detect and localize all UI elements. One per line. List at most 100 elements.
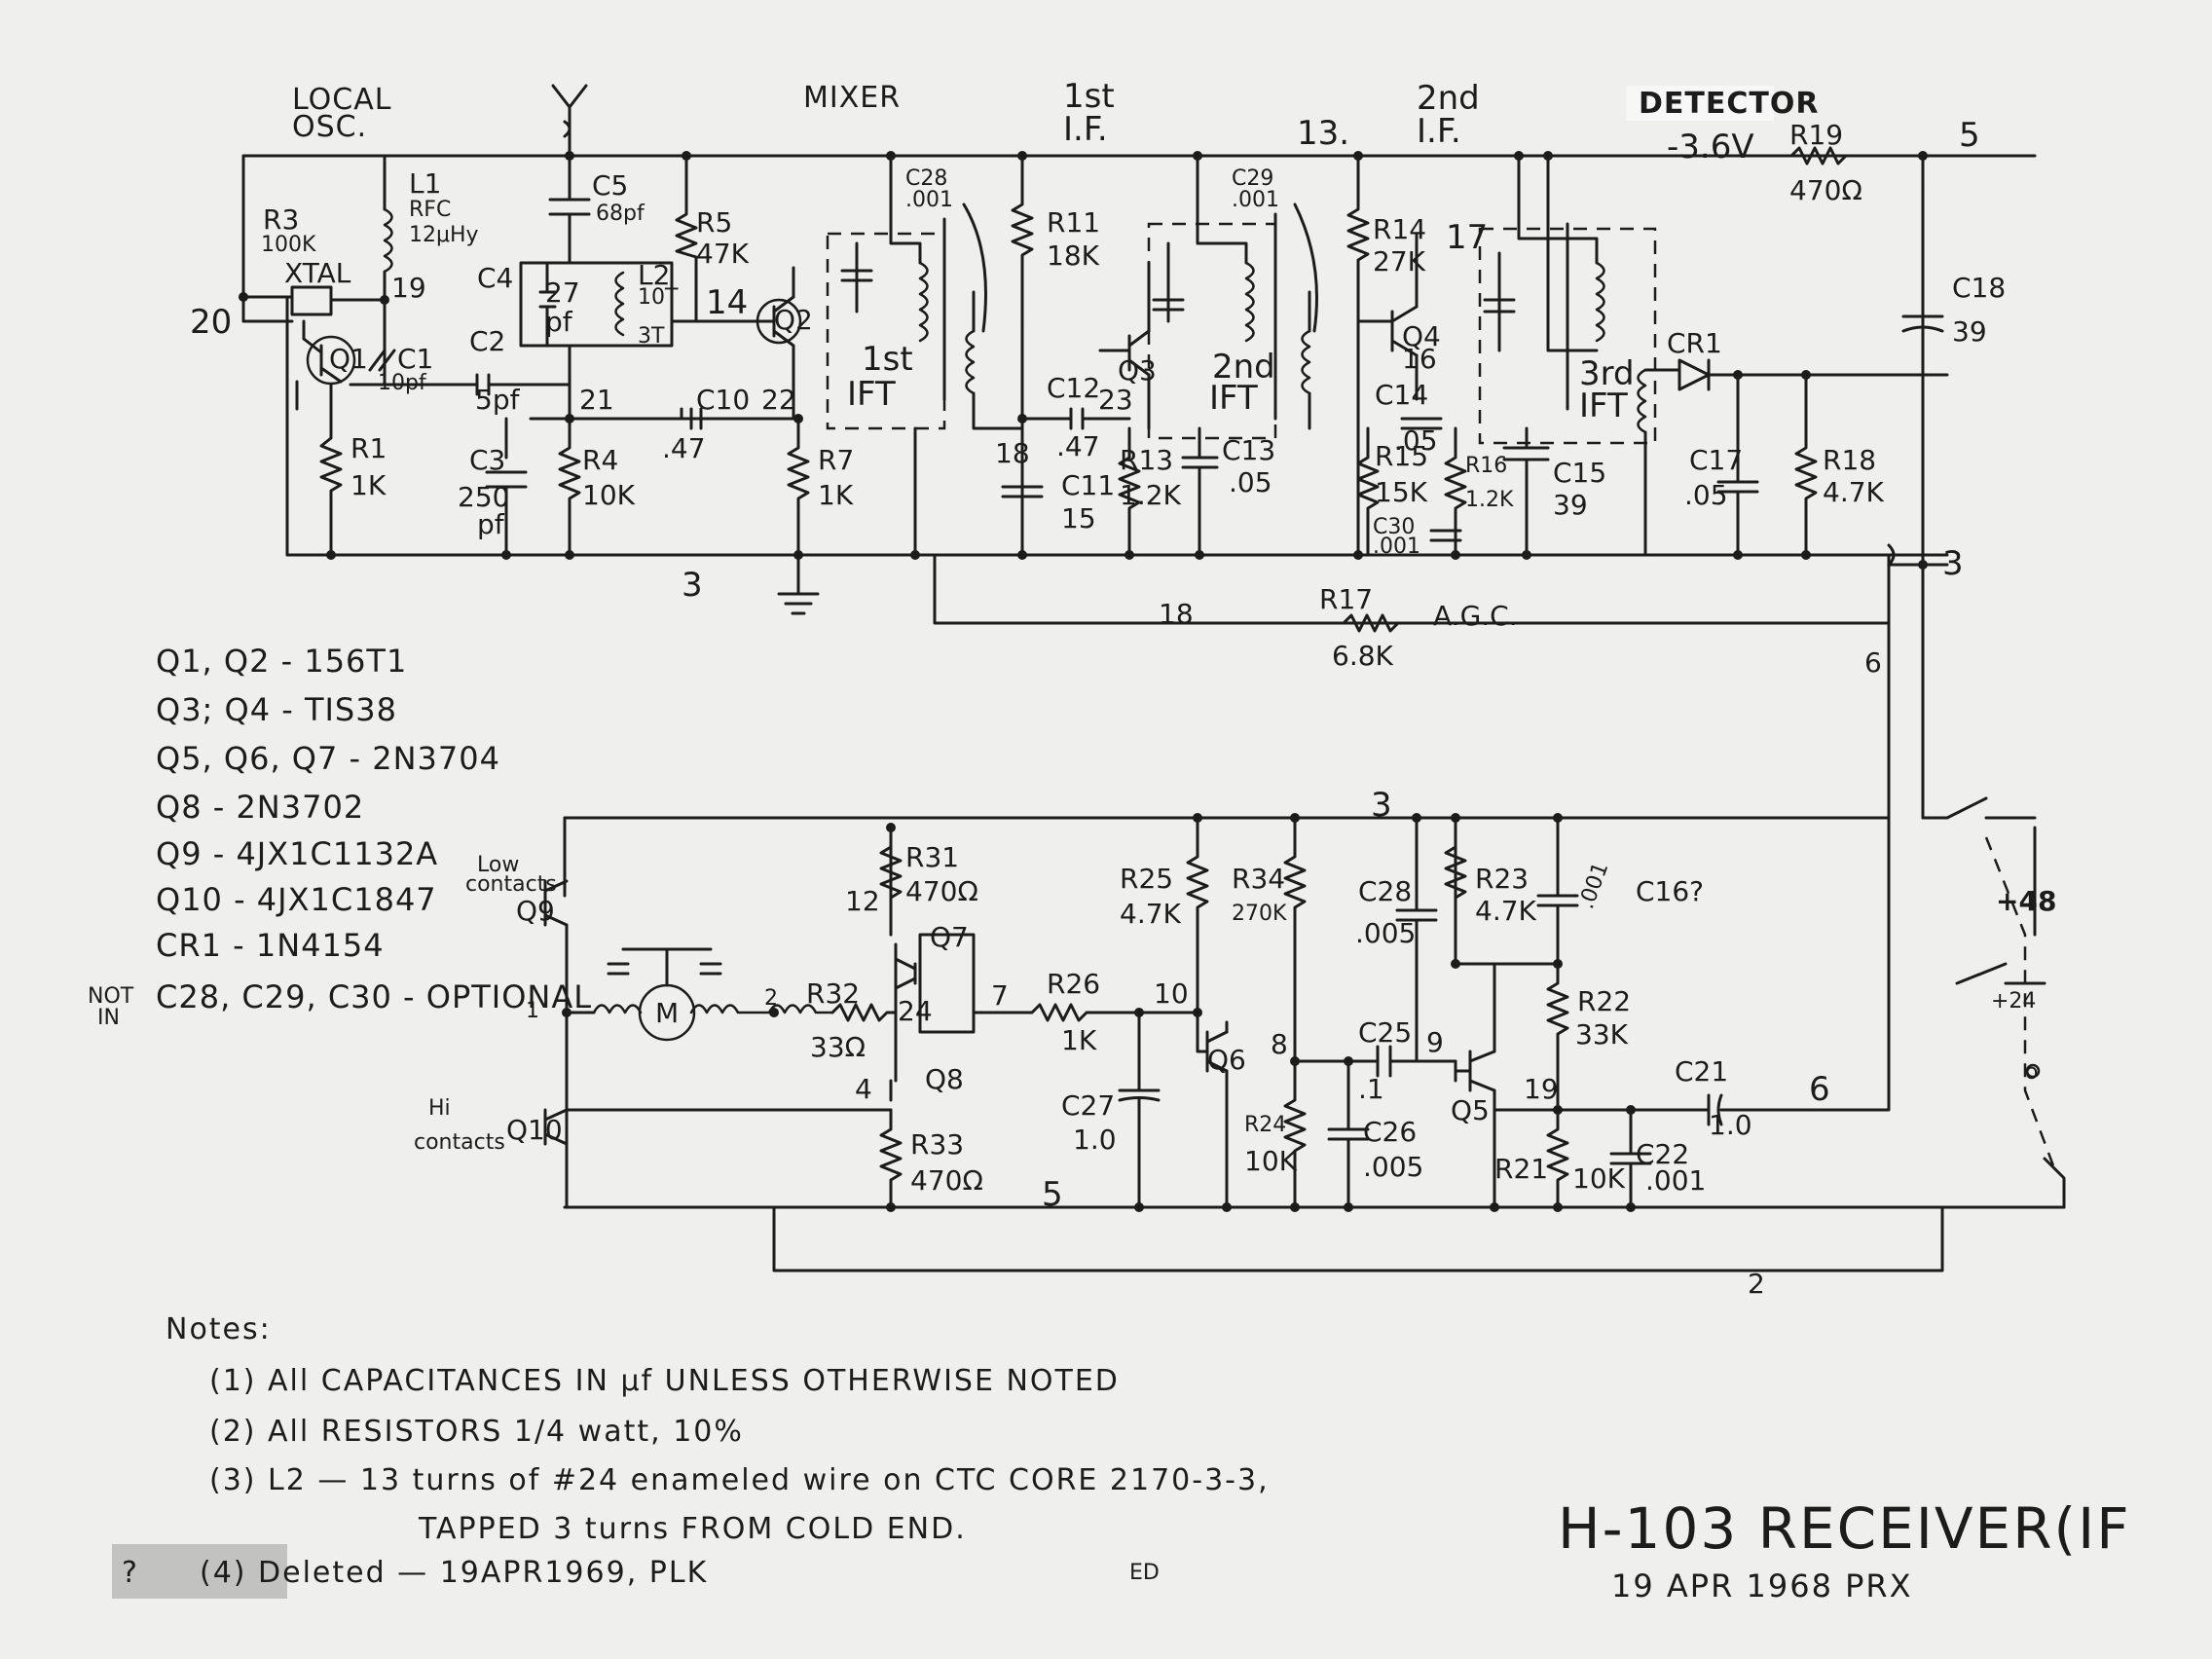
node-6-right: 6 [1864, 646, 1882, 679]
parts-item-5: Q9 - 4JX1C1132A [156, 835, 438, 872]
l2-turns: 10T [638, 285, 679, 310]
r19-ref: R19 [1789, 119, 1843, 151]
c15-ref: C15 [1553, 457, 1606, 489]
hi-contacts-2: contacts [414, 1130, 505, 1155]
c12-label: C12 [1047, 372, 1100, 404]
q6-label: Q6 [1207, 1044, 1246, 1076]
cr1-label: CR1 [1667, 327, 1722, 359]
motor-label: M [655, 997, 679, 1029]
c3-value: 250 [458, 481, 509, 513]
note-question: ? [122, 1556, 139, 1590]
parts-note-1: NOT [88, 984, 134, 1009]
c3-unit: pf [477, 508, 505, 540]
c25-value: .1 [1358, 1073, 1384, 1105]
c16-value: .001 [1574, 859, 1613, 912]
hi-contacts-1: Hi [428, 1096, 451, 1121]
ift2-line2: IFT [1209, 379, 1258, 418]
parts-item-4: Q8 - 2N3702 [156, 789, 364, 826]
node-3-right: 3 [1942, 544, 1964, 583]
c17-value: .05 [1684, 479, 1728, 511]
c18-ref: C18 [1952, 272, 2006, 304]
node-3-ground: 3 [682, 566, 703, 605]
c4-ref: C4 [477, 262, 513, 294]
q3-label: Q3 [1118, 354, 1157, 387]
node-7: 7 [991, 979, 1009, 1012]
drawing-date: 19 APR 1968 PRX [1611, 1567, 1913, 1604]
parts-item-2: Q3; Q4 - TIS38 [156, 691, 397, 728]
node-5-top: 5 [1959, 116, 1980, 155]
node-9: 9 [1426, 1026, 1444, 1058]
c17-ref: C17 [1689, 444, 1743, 476]
c16-ref: C16? [1636, 875, 1704, 907]
switch-o-label: o [2025, 1060, 2038, 1085]
q10-label: Q10 [506, 1114, 563, 1146]
node-19-lower: 19 [1524, 1073, 1559, 1105]
rf-if-labels: R3 100K L1 RFC 12μHy C5 68pf R5 47K C28 … [261, 119, 2006, 672]
q2-label: Q2 [774, 304, 813, 336]
supply-voltage: -3.6V [1667, 128, 1754, 166]
r21-ref: R21 [1494, 1153, 1548, 1185]
c10-ref: C10 [696, 384, 750, 416]
low-contacts-2: contacts [465, 872, 557, 897]
c1-ref: C1 [397, 343, 433, 375]
r23-ref: R23 [1475, 863, 1529, 895]
r16-ref: R16 [1465, 454, 1507, 478]
r24-value: 10K [1244, 1145, 1298, 1177]
r18-value: 4.7K [1823, 476, 1885, 508]
node-14: 14 [706, 283, 748, 322]
node-22: 22 [761, 384, 796, 416]
r17-value: 6.8K [1332, 640, 1394, 672]
r32-ref: R32 [806, 977, 860, 1010]
r26-value: 1K [1061, 1024, 1097, 1056]
c25-ref: C25 [1358, 1016, 1412, 1049]
r22-value: 33K [1575, 1018, 1629, 1051]
detector-label-box [1626, 86, 1774, 121]
c2-ref: C2 [469, 325, 505, 357]
c4-value: 27 [545, 276, 580, 309]
stage-headers: LOCAL OSC. MIXER 1st I.F. 13. 2nd I.F. D… [292, 77, 1980, 166]
drawing-title: H-103 RECEIVER(IF [1558, 1495, 2131, 1562]
ift1-line2: IFT [847, 375, 896, 414]
c14-ref: C14 [1375, 379, 1428, 411]
rf-if-wiring [239, 84, 2037, 820]
header-local-osc-2: OSC. [292, 110, 367, 144]
c1-value: 10pf [378, 371, 427, 395]
r13-value: 1.2K [1120, 479, 1182, 511]
note-initials: ED [1129, 1561, 1160, 1585]
l1-value: 12μHy [409, 223, 479, 247]
r19-value: 470Ω [1789, 174, 1862, 206]
header-if1-1: 1st [1063, 77, 1115, 116]
c11-value: 15 [1061, 502, 1096, 535]
node-1: 1 [526, 999, 539, 1023]
r16-value: 1.2K [1465, 488, 1514, 512]
c28-value: .001 [905, 188, 953, 212]
parts-note-2: IN [97, 1006, 120, 1030]
r3-ref: R3 [263, 203, 299, 236]
node-16: 16 [1402, 343, 1437, 375]
c3-ref: C3 [469, 444, 505, 476]
r32-value: 33Ω [810, 1031, 866, 1063]
parts-list: Q1, Q2 - 156T1 Q3; Q4 - TIS38 Q5, Q6, Q7… [88, 643, 592, 1030]
r15-value: 15K [1375, 476, 1428, 508]
parts-item-8: C28, C29, C30 - OPTIONAL [156, 978, 592, 1015]
r26-ref: R26 [1047, 968, 1100, 1000]
note-3: (3) L2 — 13 turns of #24 enameled wire o… [209, 1463, 1270, 1497]
c5-value: 68pf [596, 202, 645, 226]
q8-label: Q8 [925, 1063, 964, 1095]
node-6-lower: 6 [1809, 1070, 1830, 1109]
plus48-label: +48 [1996, 885, 2056, 917]
plus24-label: +24 [1991, 989, 2036, 1014]
l1-ref: L1 [409, 167, 441, 200]
r34-value: 270K [1232, 902, 1287, 926]
c30-value: .001 [1373, 535, 1420, 559]
c11-ref: C11 [1061, 469, 1115, 501]
note-1: (1) All CAPACITANCES IN μf UNLESS OTHERW… [209, 1364, 1120, 1398]
r14-value: 27K [1373, 245, 1426, 277]
r21-value: 10K [1572, 1162, 1626, 1195]
r7-ref: R7 [818, 444, 854, 476]
r24-ref: R24 [1244, 1113, 1286, 1137]
node-2-motor: 2 [764, 986, 778, 1011]
r33-ref: R33 [910, 1128, 964, 1161]
r25-value: 4.7K [1120, 898, 1182, 930]
header-if2-1: 2nd [1417, 79, 1480, 118]
